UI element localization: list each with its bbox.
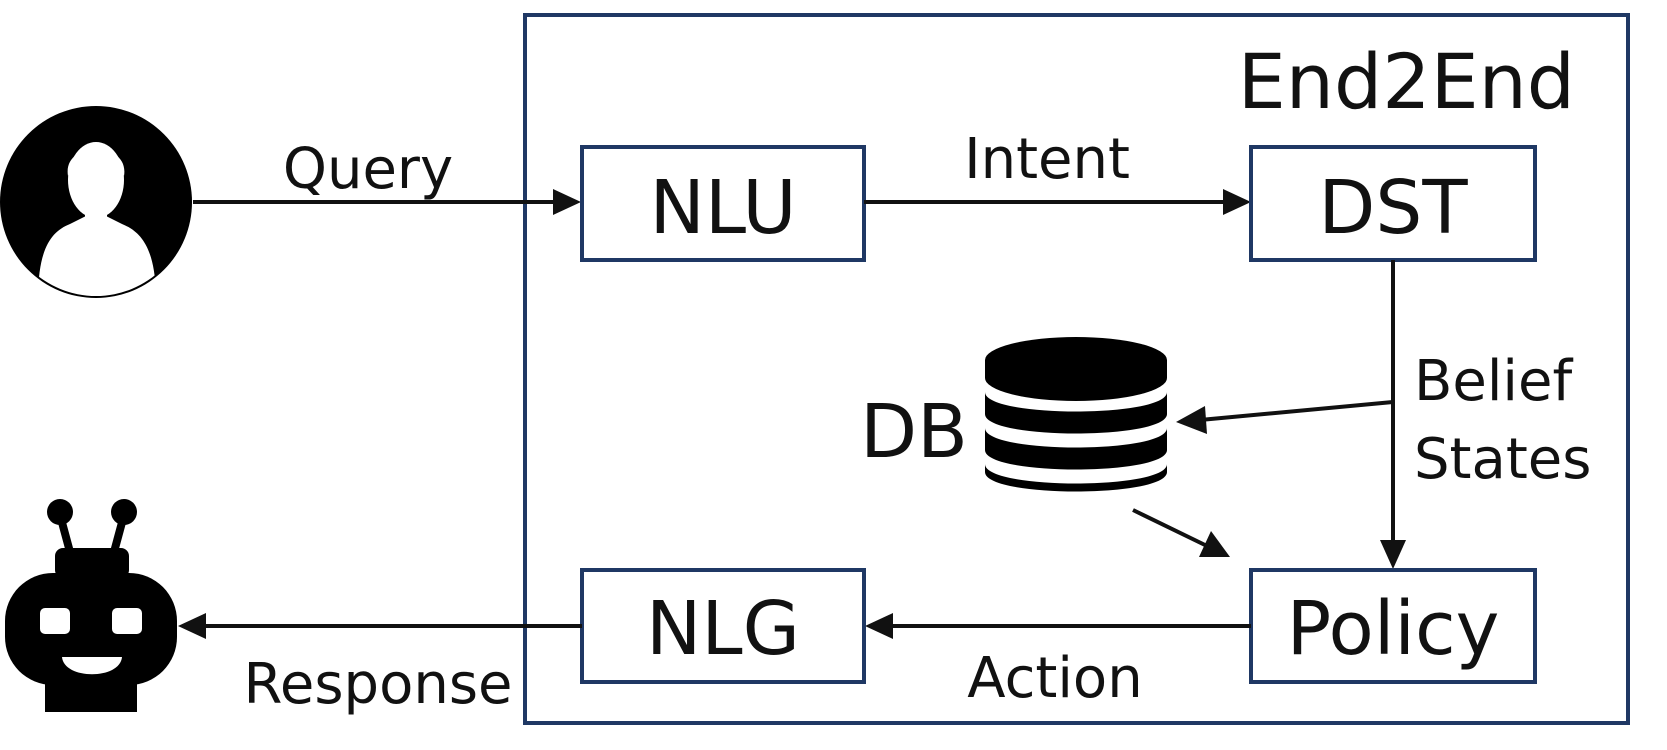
database-icon [985, 337, 1167, 492]
dst-label: DST [1318, 165, 1468, 251]
db-label: DB [860, 389, 968, 475]
response-label: Response [244, 652, 513, 717]
action-label: Action [967, 646, 1142, 711]
nlu-label: NLU [649, 165, 796, 251]
robot-icon [5, 499, 177, 712]
nlu-box [580, 145, 866, 262]
end2end-frame [523, 13, 1630, 725]
dst-box [1249, 145, 1537, 262]
policy-label: Policy [1287, 586, 1500, 672]
policy-box [1249, 568, 1537, 684]
query-label: Query [283, 137, 453, 202]
nlg-label: NLG [646, 586, 800, 672]
user-avatar-icon [0, 106, 192, 298]
end2end-title: End2End [1238, 37, 1575, 126]
nlg-box [580, 568, 866, 684]
belief-label-line1: Belief [1414, 349, 1573, 414]
intent-label: Intent [964, 127, 1130, 192]
belief-label-line2: States [1414, 427, 1591, 492]
